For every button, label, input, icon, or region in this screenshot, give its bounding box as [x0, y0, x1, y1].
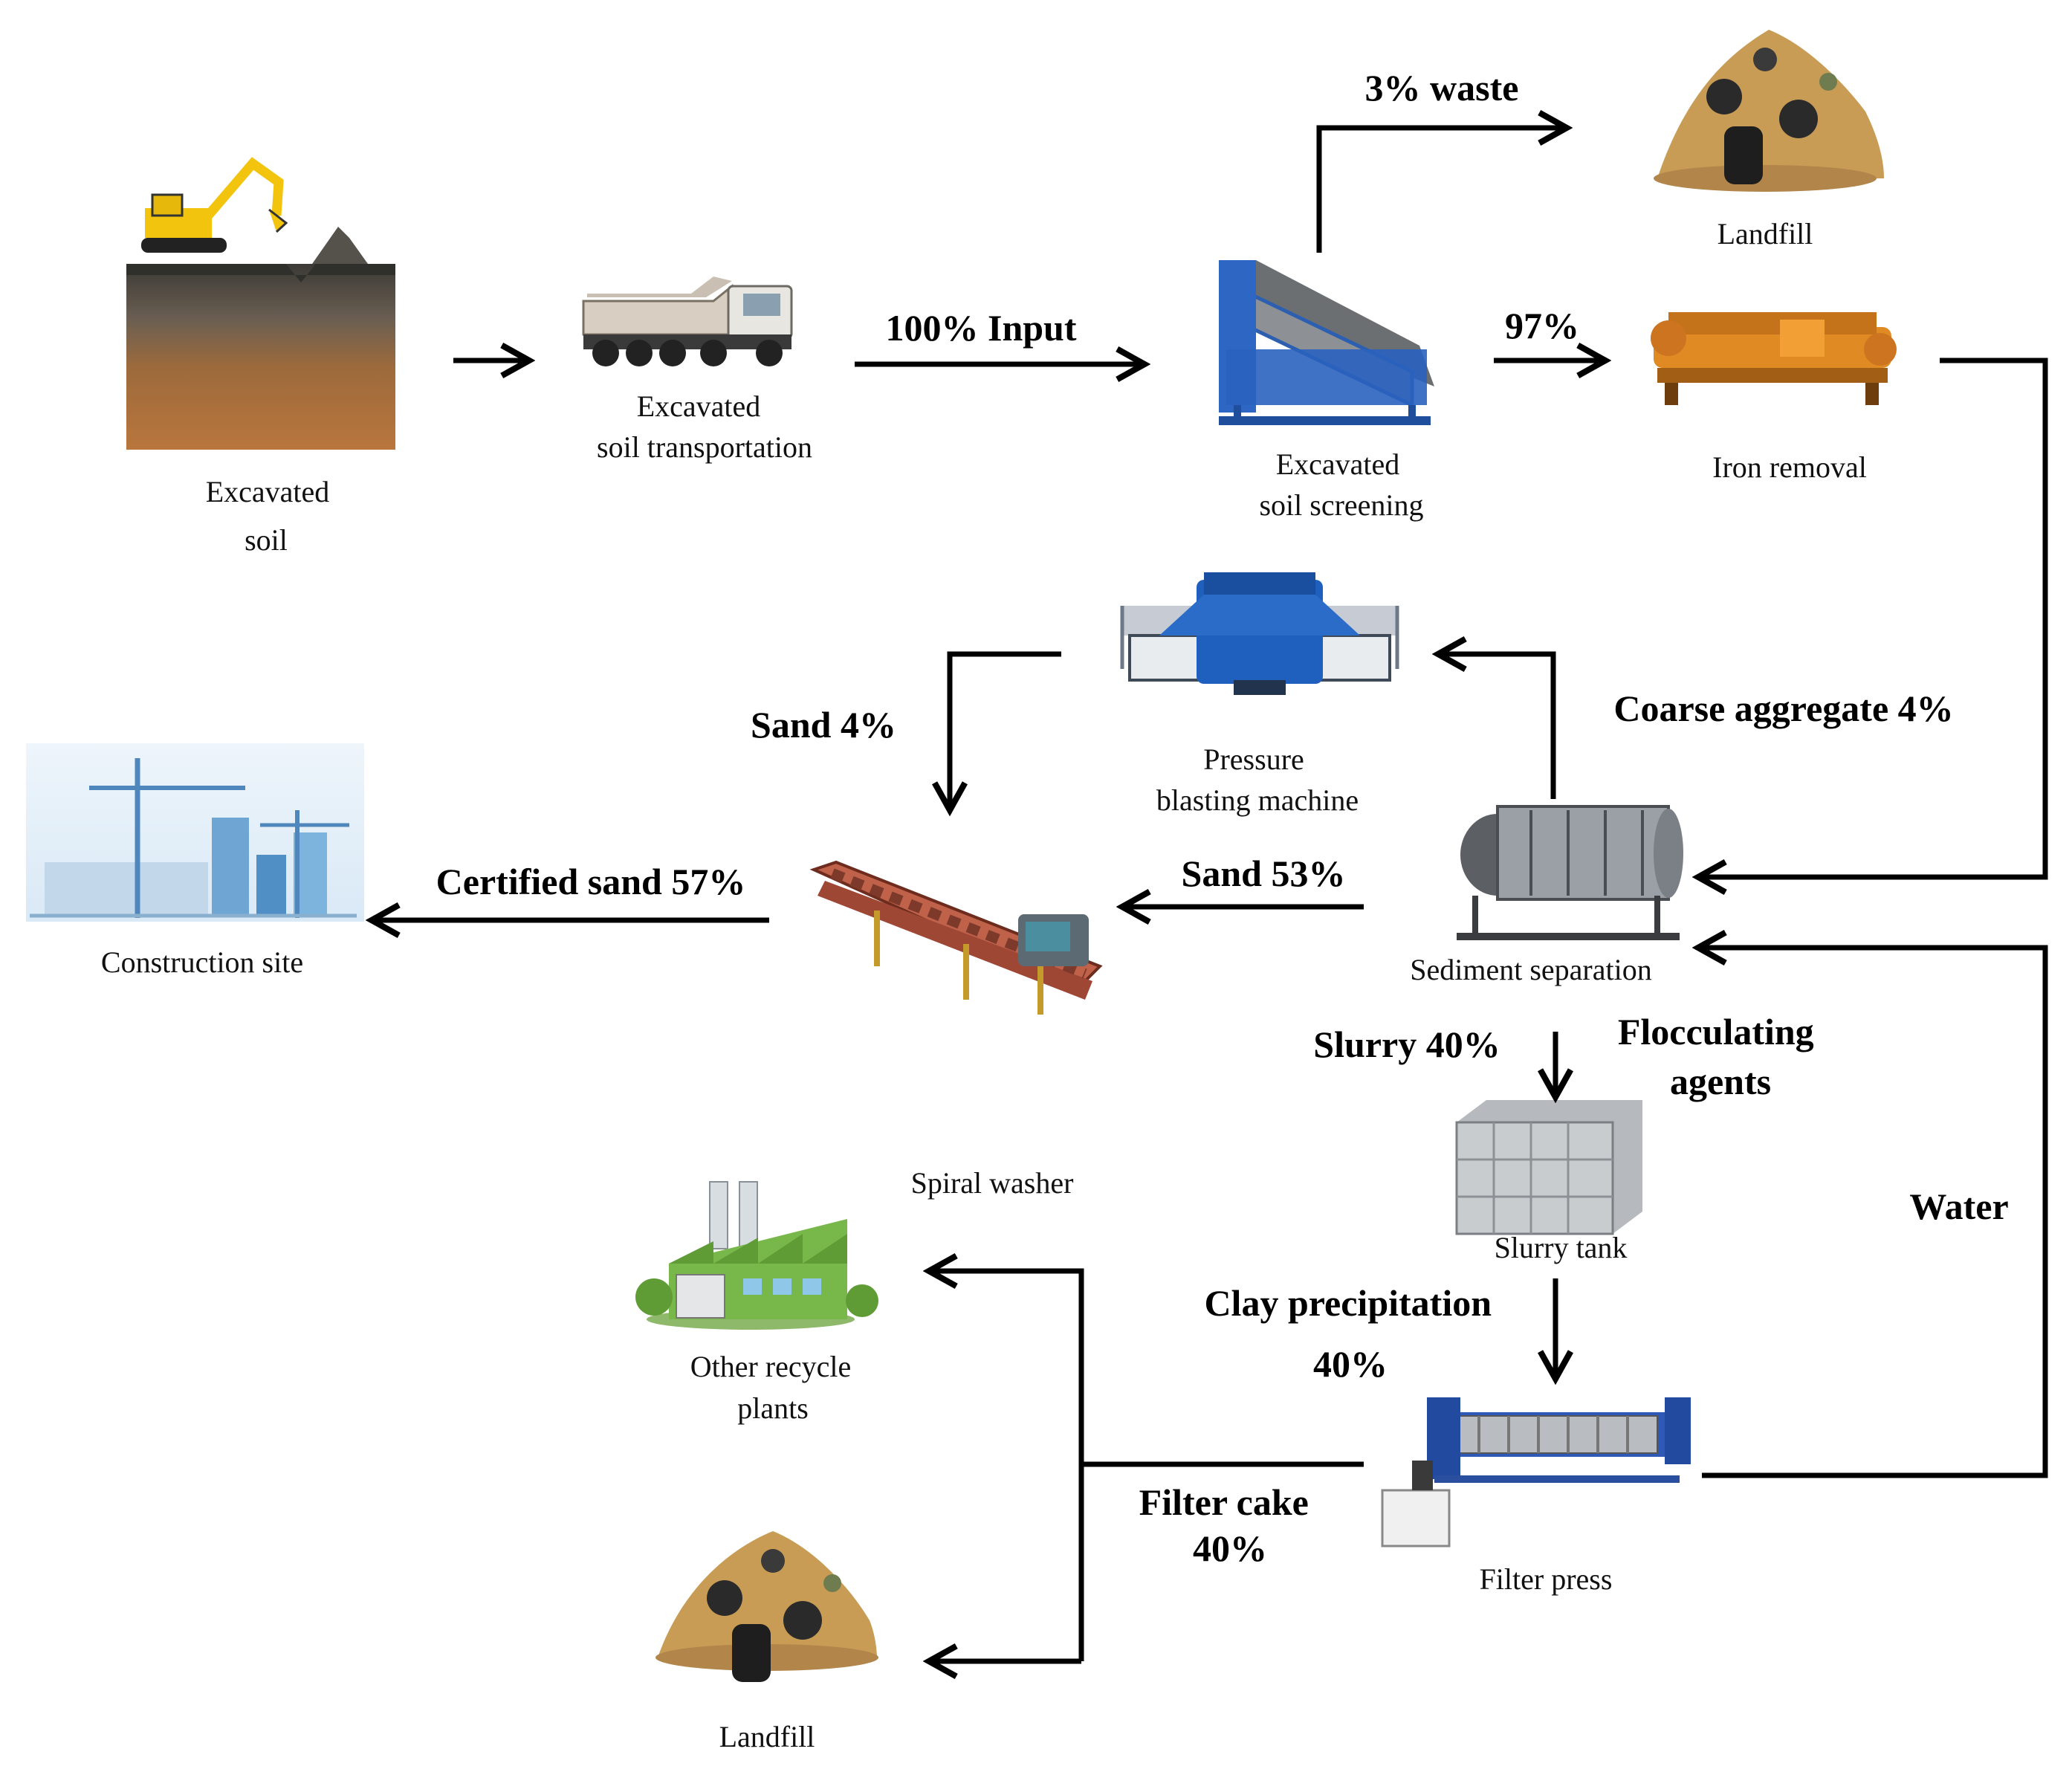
flow-certified-sand: Certified sand 57% [436, 861, 746, 902]
vibrating-screen-icon [1219, 260, 1434, 425]
label-spiral-washer: Spiral washer [911, 1166, 1074, 1200]
flow-coarse-aggregate: Coarse aggregate 4% [1613, 688, 1953, 729]
construction-site-icon [26, 743, 364, 922]
arrow-screening-to-landfill [1316, 128, 1567, 253]
excavated-soil-illustration [126, 157, 395, 450]
iron-remover-icon [1651, 312, 1897, 405]
label-landfill-top: Landfill [1718, 217, 1813, 250]
landfill-top-icon [1654, 30, 1884, 192]
trommel-separator-icon [1457, 805, 1683, 940]
landfill-bottom-icon [655, 1531, 878, 1682]
label-screening: Excavated soil screening [1259, 447, 1423, 522]
label-slurry-tank: Slurry tank [1495, 1231, 1628, 1264]
flow-filter-cake: Filter cake 40% [1139, 1481, 1318, 1569]
arrow-crusher-to-washer [950, 651, 1061, 810]
flow-clay-precipitation: Clay precipitation 40% [1204, 1282, 1500, 1385]
label-excavated-soil: Excavated soil [206, 475, 337, 557]
flow-arrows [372, 128, 2048, 1661]
flow-waste: 3% waste [1365, 67, 1519, 109]
slurry-tank-icon [1455, 1100, 1642, 1235]
flow-water: Water [1909, 1186, 2008, 1227]
arrow-filter-cake-to-recycle [929, 1271, 1084, 1661]
flow-97: 97% [1505, 305, 1579, 346]
label-filter-press: Filter press [1480, 1562, 1613, 1596]
label-transportation: Excavated soil transportation [597, 389, 812, 464]
arrow-iron-removal-to-separation [1698, 358, 2048, 877]
label-iron-removal: Iron removal [1712, 450, 1867, 484]
arrow-separation-to-crusher [1438, 654, 1556, 799]
arrow-filter-press-water-return [1698, 948, 2048, 1478]
filter-press-icon [1381, 1397, 1691, 1548]
flow-sand-53: Sand 53% [1182, 853, 1346, 894]
spiral-washer-icon [809, 860, 1103, 1015]
flow-flocculating-agents: Flocculating agents [1618, 1011, 1823, 1102]
label-pressure-blasting: Pressure blasting machine [1156, 743, 1359, 817]
flow-input: 100% Input [885, 307, 1076, 349]
dump-truck-icon [582, 276, 793, 366]
label-sediment-separation: Sediment separation [1410, 953, 1651, 986]
label-other-recycle: Other recycle plants [690, 1350, 859, 1425]
flow-slurry: Slurry 40% [1313, 1023, 1500, 1065]
label-construction-site: Construction site [101, 945, 303, 979]
excavator-icon [141, 157, 288, 253]
recycle-factory-icon [635, 1181, 878, 1330]
crusher-icon [1120, 572, 1399, 695]
label-landfill-bottom: Landfill [719, 1720, 815, 1753]
flow-sand-4: Sand 4% [751, 704, 896, 746]
